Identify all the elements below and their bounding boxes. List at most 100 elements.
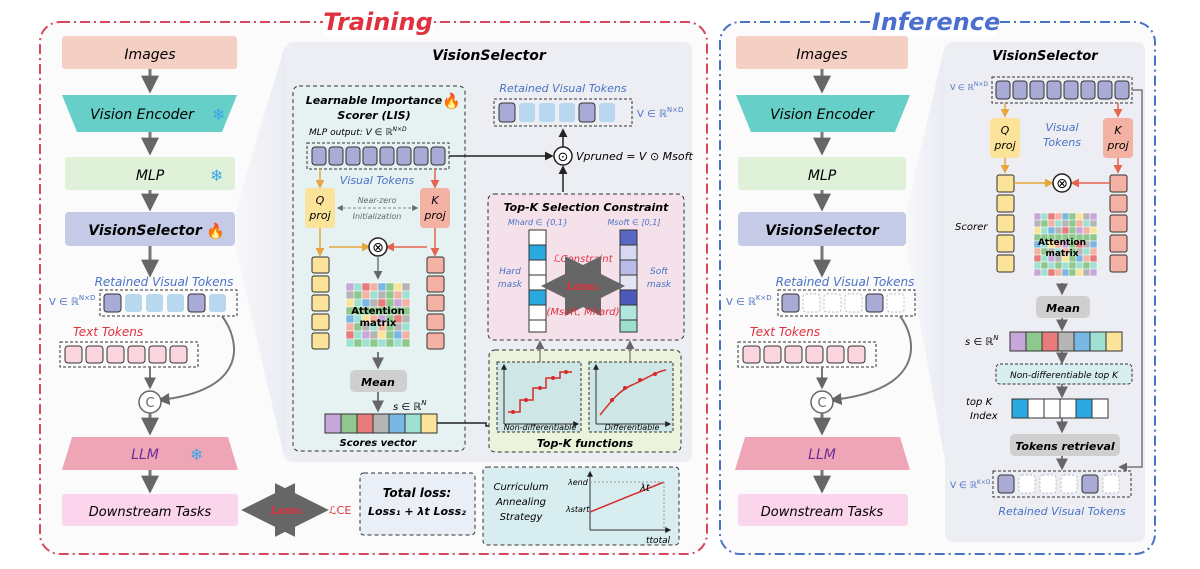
- snowflake-icon: ❄: [210, 166, 223, 185]
- curriculum-label: Curriculum: [493, 482, 548, 493]
- attention-matrix-label: Attention: [351, 306, 404, 317]
- diff-plot: Differentiable: [588, 361, 674, 433]
- retained-tokens-top-label: Retained Visual Tokens: [499, 82, 627, 95]
- token-cell: [167, 294, 184, 312]
- k-proj-label: K: [1114, 124, 1122, 137]
- vision-selector-label: VisionSelector: [765, 223, 880, 239]
- retained-token-row: [781, 293, 905, 313]
- soft-mask-column: [619, 229, 638, 333]
- visual-tokens-label: Visual Tokens: [340, 174, 415, 187]
- curriculum-label-3: Strategy: [500, 512, 544, 523]
- attention-cell: [1054, 268, 1063, 277]
- k-proj-box: [1103, 118, 1133, 158]
- attention-cell: [369, 290, 379, 300]
- attention-cell: [377, 290, 387, 300]
- vision-selector-box: [738, 212, 906, 246]
- attention-cell: [1040, 219, 1049, 228]
- retained-token-row: [103, 293, 226, 313]
- text-tokens-label: Text Tokens: [73, 325, 143, 339]
- loss2-label: Loss₂: [567, 280, 600, 293]
- visual-tokens-label-2: Tokens: [1043, 136, 1081, 149]
- l-constraint-label: ℒConstraint: [553, 254, 613, 265]
- init-label: Near-zero: [358, 196, 397, 205]
- inference-section: Inference Images Vision Encoder MLP Visi…: [719, 8, 1156, 555]
- v-label: V ∈ ℝN×D: [49, 294, 95, 308]
- attention-cell: [1089, 240, 1098, 249]
- mean-label: Mean: [361, 376, 395, 389]
- attention-cell: [1082, 226, 1091, 235]
- snowflake-icon: ❄: [212, 105, 225, 124]
- attention-cell: [1068, 219, 1077, 228]
- soft-mask-label: Soft: [650, 267, 668, 277]
- attention-cell: [353, 282, 363, 292]
- attention-matrix: [345, 282, 411, 348]
- vision-encoder-box: [736, 95, 910, 132]
- non-diff-label: Non-differentiable: [504, 423, 577, 432]
- retained-tokens-label: Retained Visual Tokens: [95, 275, 234, 289]
- curriculum-label-2: Annealing: [495, 497, 546, 508]
- attention-cell: [401, 290, 411, 300]
- attention-cell: [1089, 247, 1098, 256]
- attention-matrix-label: Attention: [1038, 238, 1086, 248]
- attention-cell: [385, 338, 395, 348]
- attention-cell: [385, 290, 395, 300]
- vision-selector-label: VisionSelector: [88, 223, 203, 239]
- q-column: [311, 256, 330, 350]
- attention-cell: [1089, 226, 1098, 235]
- vision-encoder-label: Vision Encoder: [770, 107, 875, 123]
- selector-panel-title: VisionSelector: [992, 49, 1099, 64]
- otimes-label: ⊗: [372, 240, 384, 256]
- q-proj-label: Q: [1001, 124, 1010, 137]
- otimes-label: ⊗: [1056, 176, 1068, 192]
- llm-box: [735, 437, 910, 470]
- attention-cell: [393, 338, 403, 348]
- total-loss-label: Total loss:: [383, 486, 451, 500]
- attention-cell: [1082, 254, 1091, 263]
- training-title: Training: [323, 8, 433, 36]
- downstream-box: [62, 494, 238, 526]
- retained-tokens-bottom-label: Retained Visual Tokens: [998, 505, 1126, 518]
- scores-vector-label: Scores vector: [340, 438, 418, 449]
- vision-encoder-box: [62, 95, 237, 132]
- downstream-label: Downstream Tasks: [761, 505, 884, 520]
- s-label: s ∈ ℝN: [393, 399, 427, 413]
- mlp-box: [65, 157, 235, 190]
- attention-cell: [1075, 268, 1084, 277]
- lis-title: Learnable Importance: [306, 94, 443, 107]
- q-proj-box: [305, 188, 335, 228]
- q-proj-label-2: proj: [308, 209, 331, 222]
- attention-cell: [1047, 261, 1056, 270]
- lce-label: ℒCE: [329, 504, 352, 517]
- attention-cell: [393, 290, 403, 300]
- attention-cell: [1082, 261, 1091, 270]
- k-proj-label-2: proj: [423, 209, 446, 222]
- attention-cell: [1082, 247, 1091, 256]
- topk-index-label-2: Index: [970, 411, 998, 422]
- text-tokens-label: Text Tokens: [750, 325, 820, 339]
- attention-matrix: [1033, 212, 1098, 277]
- loss1-label: Loss₁: [271, 504, 304, 517]
- visual-token-row: [311, 146, 446, 166]
- q-proj-label-2: proj: [993, 139, 1016, 152]
- attention-cell: [1075, 226, 1084, 235]
- init-label-2: Initialization: [353, 212, 402, 221]
- multiply-node: [1052, 173, 1072, 193]
- scores-vector: [1009, 331, 1123, 352]
- attention-cell: [1075, 261, 1084, 270]
- hard-mask-column: [528, 229, 547, 333]
- vision-selector-box: [65, 212, 235, 246]
- attention-cell: [1068, 261, 1077, 270]
- mlp-box: [738, 157, 906, 190]
- q-column: [996, 174, 1015, 273]
- attention-cell: [345, 338, 355, 348]
- attention-cell: [1082, 268, 1091, 277]
- attention-cell: [345, 282, 355, 292]
- attention-cell: [1089, 212, 1098, 221]
- attention-matrix-label-2: matrix: [360, 318, 397, 329]
- m-hard-label: Mhard ∈ {0,1}: [508, 218, 568, 227]
- scores-vector: [324, 413, 438, 434]
- attention-cell: [1082, 212, 1091, 221]
- attention-cell: [1040, 226, 1049, 235]
- attention-cell: [1033, 226, 1042, 235]
- mean-box: [1036, 296, 1090, 318]
